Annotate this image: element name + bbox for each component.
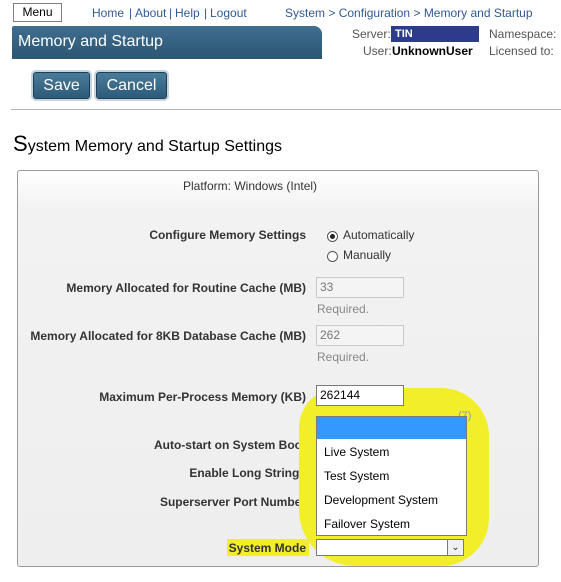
breadcrumb-configuration[interactable]: Configuration	[338, 6, 411, 20]
licensed-label: Licensed to:	[489, 44, 554, 58]
superserver-port-label: Superserver Port Number	[159, 495, 306, 509]
about-link[interactable]: About	[135, 6, 167, 20]
home-link[interactable]: Home	[92, 6, 125, 20]
user-value: UnknownUser	[392, 44, 473, 58]
namespace-label: Namespace:	[489, 27, 557, 41]
menu-button[interactable]: Menu	[13, 3, 62, 22]
breadcrumb-system[interactable]: System	[285, 6, 326, 20]
long-strings-label: Enable Long Strings	[189, 466, 306, 480]
breadcrumb-separator: >	[328, 6, 336, 20]
server-badge: TIN	[391, 26, 479, 42]
breadcrumb-separator: >	[413, 6, 421, 20]
user-label: User:	[363, 44, 392, 58]
required-note: Required.	[317, 302, 370, 316]
dropdown-option-test-system[interactable]: Test System	[324, 469, 390, 483]
routine-cache-input[interactable]: 33	[316, 277, 404, 298]
save-button[interactable]: Save	[33, 72, 90, 99]
link-separator: |	[169, 6, 173, 20]
radio-automatically[interactable]	[327, 231, 338, 242]
link-separator: |	[129, 6, 133, 20]
max-memory-input[interactable]: 262144	[316, 385, 404, 406]
help-link[interactable]: Help	[175, 6, 200, 20]
db-cache-input[interactable]: 262	[316, 325, 404, 346]
configure-memory-label: Configure Memory Settings	[149, 228, 306, 242]
page-title-initial: S	[13, 131, 28, 156]
dropdown-option-live-system[interactable]: Live System	[324, 445, 390, 459]
link-separator: |	[204, 6, 208, 20]
chevron-down-icon[interactable]: ⌄	[447, 540, 463, 555]
breadcrumb-memory-startup[interactable]: Memory and Startup	[423, 6, 533, 20]
logout-link[interactable]: Logout	[210, 6, 247, 20]
radio-manually-label: Manually	[343, 248, 392, 262]
highlight-annotation	[227, 539, 309, 556]
server-label: Server:	[352, 27, 391, 41]
system-mode-select[interactable]: ⌄	[316, 539, 464, 556]
platform-text: Platform: Windows (Intel)	[183, 179, 318, 193]
page-title: System Memory and Startup Settings	[13, 131, 282, 157]
radio-automatically-label: Automatically	[343, 228, 415, 242]
cancel-button[interactable]: Cancel	[96, 72, 167, 99]
routine-cache-label: Memory Allocated for Routine Cache (MB)	[66, 281, 306, 295]
breadcrumb: System > Configuration > Memory and Star…	[285, 6, 533, 20]
divider	[11, 109, 561, 110]
max-memory-label: Maximum Per-Process Memory (KB)	[99, 390, 306, 404]
page-title-rest: ystem Memory and Startup Settings	[27, 138, 283, 155]
radio-manually[interactable]	[327, 251, 338, 262]
dropdown-option-failover-system[interactable]: Failover System	[324, 517, 411, 531]
dropdown-option-blank[interactable]	[317, 417, 466, 439]
autostart-label: Auto-start on System Boot	[153, 438, 306, 452]
page-header-title: Memory and Startup	[12, 26, 322, 59]
required-note: Required.	[317, 350, 370, 364]
dropdown-option-development-system[interactable]: Development System	[324, 493, 439, 507]
db-cache-label: Memory Allocated for 8KB Database Cache …	[30, 329, 306, 343]
system-mode-label: System Mode	[228, 541, 306, 555]
system-mode-dropdown: Live System Test System Development Syst…	[316, 416, 467, 536]
